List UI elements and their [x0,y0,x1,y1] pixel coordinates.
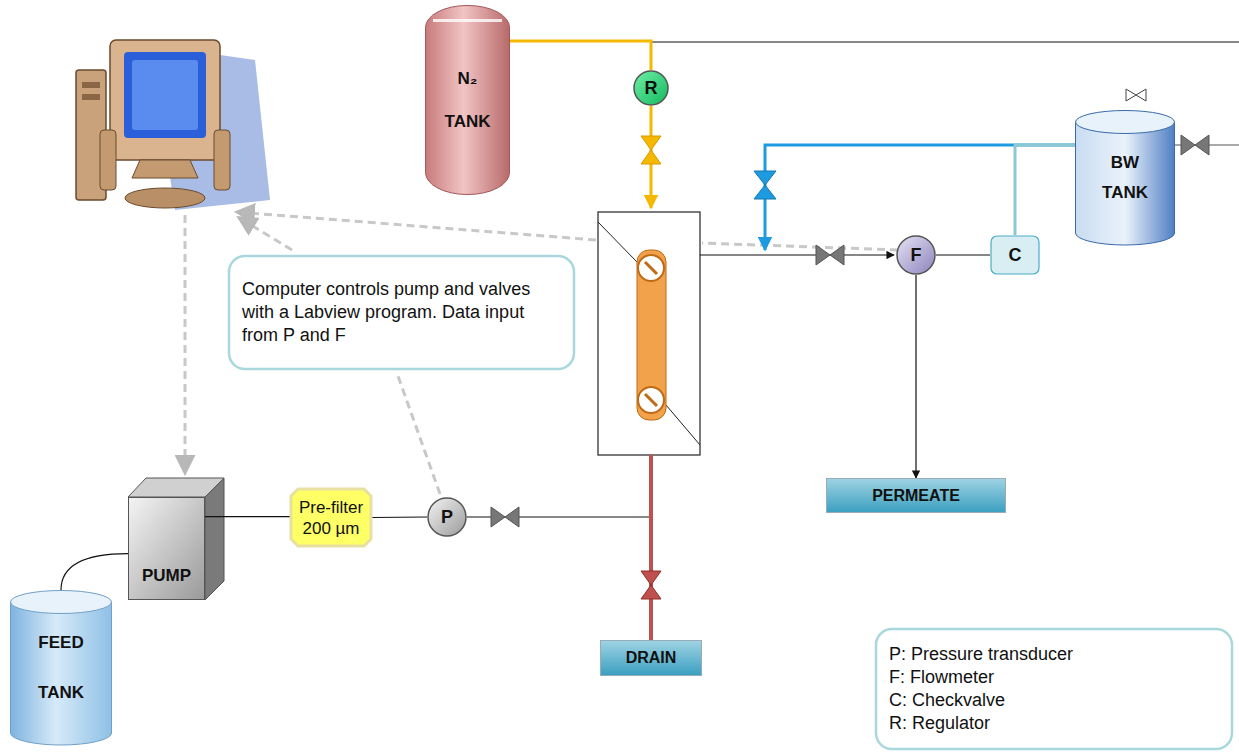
node-label: FEED TANK [31,618,91,718]
backwash-tank: BW TANK [1075,110,1175,245]
pipe-connector [205,516,290,518]
process-line [467,455,661,640]
outlet-box: DRAIN [600,640,702,676]
node-label: Computer controls pump and valves with a… [242,278,561,347]
computer-icon [76,40,270,210]
gas-tank-outline [425,5,510,195]
gas-tank: N₂ TANK [425,5,510,195]
node-label: C [1009,244,1022,267]
pipe-connector [510,41,651,70]
pump-box: PUMP [128,497,205,600]
prefilter-box: Pre-filter 200 µm [290,488,372,547]
pipe-connector [61,554,128,590]
node-label: BW TANK [1095,148,1155,208]
legend-entry: C: Checkvalve [889,689,1005,712]
legend-box: P: Pressure transducerF: FlowmeterC: Che… [875,628,1233,750]
feed-tank: FEED TANK [10,590,112,745]
pipe-connector [936,254,990,255]
node-label: DRAIN [626,648,677,668]
callout-note: Computer controls pump and valves with a… [228,255,575,370]
pipe-connector [915,275,916,478]
legend-entry: R: Regulator [889,712,990,735]
pressure-transducer: P [427,497,467,537]
node-label: Pre-filter 200 µm [296,497,366,539]
node-label: F [911,244,922,267]
node-label: PUMP [142,565,191,586]
flowmeter-symbol: F [896,235,936,275]
node-label: PERMEATE [872,486,960,506]
outlet-box: PERMEATE [826,478,1006,513]
node-label: R [645,77,658,100]
legend-entry: F: Flowmeter [889,666,994,689]
node-label: N₂ [458,68,478,89]
pump-body [128,478,224,600]
checkvalve-box: C [990,235,1040,275]
legend-entry: P: Pressure transducer [889,643,1073,666]
pipe-connector [372,516,427,518]
pipe-connector [1015,145,1075,235]
node-label: TANK [445,111,491,132]
prefilter-box-outline [290,488,372,547]
node-label: P [441,506,453,529]
signal-line [185,212,898,494]
feed-tank-outline [10,590,112,745]
regulator-symbol: R [633,70,669,106]
permeate-line [700,89,1239,265]
membrane-module [598,212,700,455]
backwash-tank-outline [1075,110,1175,245]
